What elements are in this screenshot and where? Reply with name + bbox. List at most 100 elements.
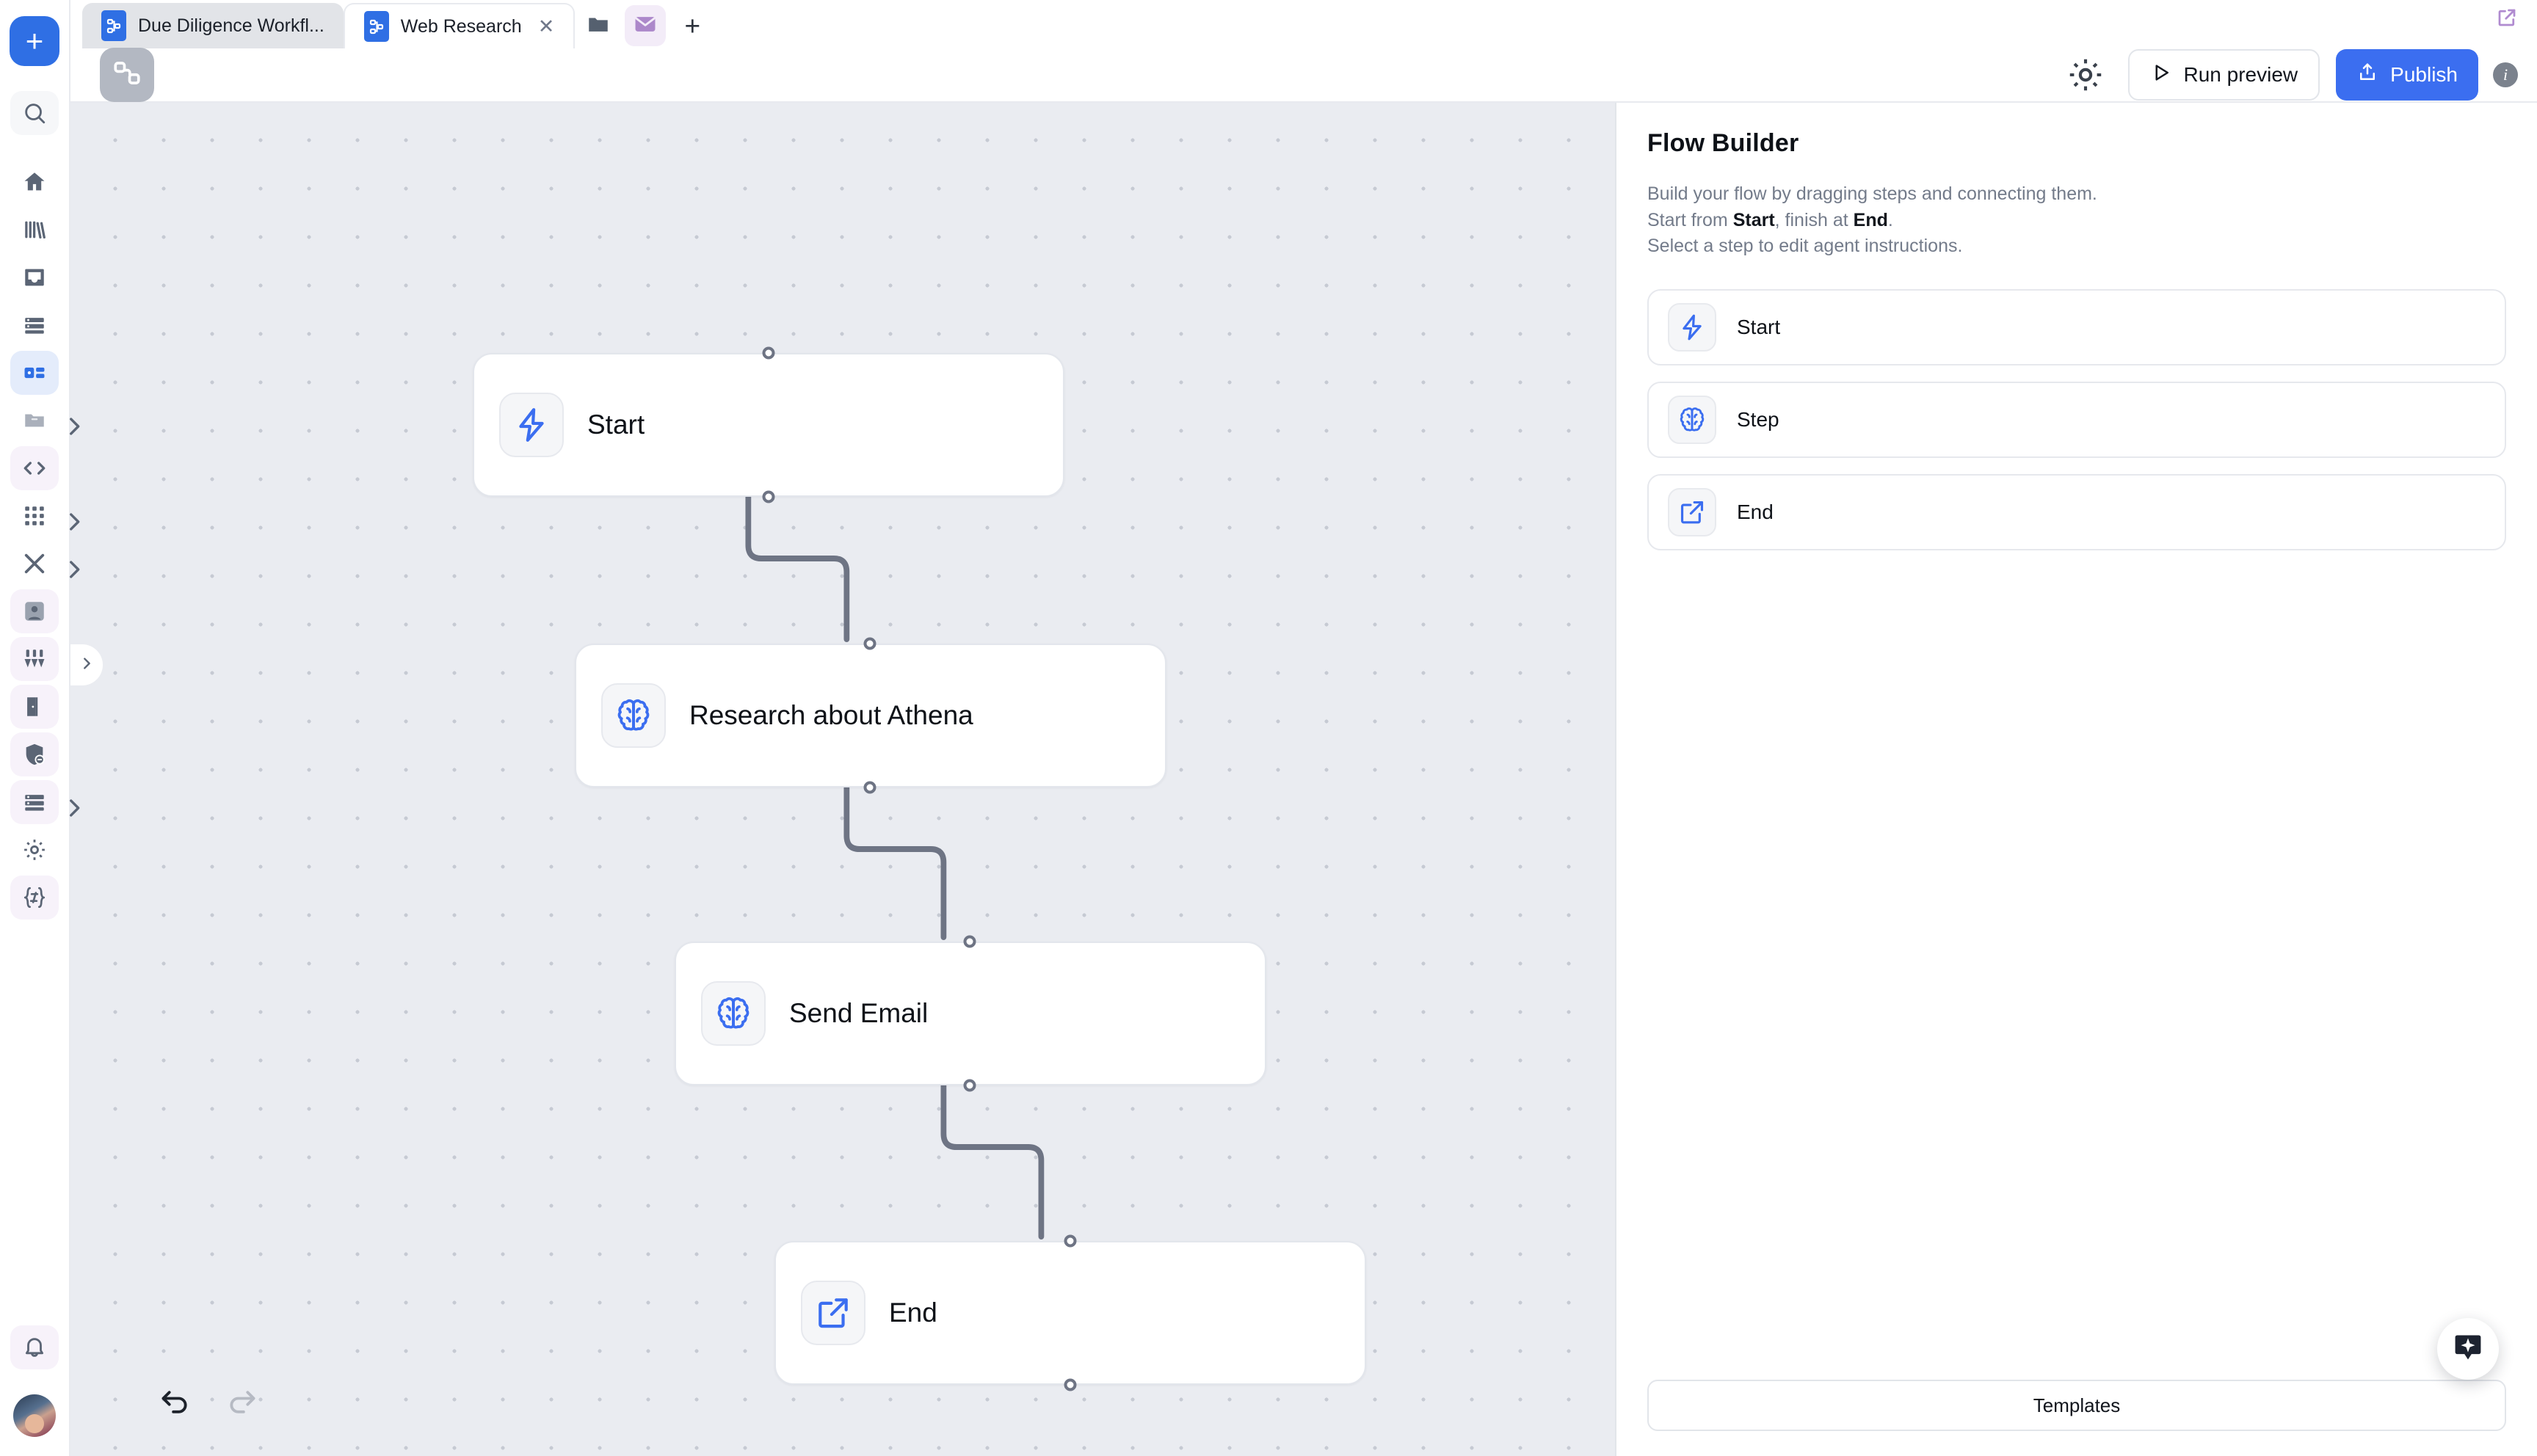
publish-button[interactable]: Publish (2336, 49, 2478, 101)
palette-item-start[interactable]: Start (1647, 288, 2506, 365)
notifications-button[interactable] (10, 1325, 59, 1369)
home-icon (22, 170, 47, 194)
upload-share-icon (2356, 62, 2378, 89)
redo-icon[interactable] (226, 1386, 258, 1422)
close-icon[interactable]: ✕ (537, 15, 555, 37)
main-area: Due Diligence Workfl... Web Research ✕ (70, 0, 2537, 1456)
node-handle-start-top[interactable] (762, 346, 775, 360)
templates-button[interactable]: Templates (1647, 1380, 2506, 1431)
flow-node-start[interactable]: Start (473, 353, 1064, 497)
palette-item-label: Start (1737, 315, 1781, 338)
library-icon (22, 217, 47, 242)
flow-node-end[interactable]: End (774, 1241, 1366, 1385)
tab-due-diligence-workflow[interactable]: Due Diligence Workfl... (82, 3, 344, 48)
open-external-icon[interactable] (2496, 7, 2518, 29)
bell-icon (22, 1335, 47, 1360)
node-handle-send-email-bottom[interactable] (963, 1079, 976, 1092)
sidebar-add-button[interactable]: + (10, 16, 59, 66)
sidebar-item-list[interactable] (10, 303, 59, 347)
settings-button[interactable] (2066, 56, 2105, 94)
desc-end-bold: End (1853, 209, 1888, 230)
sidebar-item-tools[interactable] (10, 542, 80, 586)
folder-icon (22, 408, 47, 433)
canvas-history-controls (159, 1386, 258, 1422)
user-icon (22, 599, 47, 624)
flow-node-send-email[interactable]: Send Email (675, 942, 1266, 1085)
sidebar-item-folders[interactable] (10, 398, 80, 443)
workspace-body: Start Research about Athena (70, 103, 2537, 1456)
node-handle-research-top[interactable] (863, 637, 876, 650)
sidebar-item-home[interactable] (10, 160, 59, 204)
node-handle-research-bottom[interactable] (863, 781, 876, 794)
sidebar-item-code[interactable] (10, 446, 59, 490)
run-preview-button[interactable]: Run preview (2127, 49, 2320, 101)
flow-node-label: End (889, 1297, 937, 1328)
desc-start-bold: Start (1732, 209, 1775, 230)
exit-door-icon (22, 694, 47, 719)
tab-web-research[interactable]: Web Research ✕ (343, 3, 576, 48)
desc-post: . (1887, 209, 1893, 230)
chevron-right-icon (62, 414, 80, 435)
list-icon (22, 313, 47, 338)
flow-file-icon (101, 10, 126, 41)
desc-pre: Start from (1647, 209, 1733, 230)
sidebar-item-profile[interactable] (10, 589, 59, 633)
palette-item-step[interactable]: Step (1647, 381, 2506, 458)
sliders-icon (22, 647, 47, 671)
palette-item-label: Step (1737, 407, 1779, 431)
left-sidebar: + (0, 0, 80, 1456)
chevron-right-icon (79, 655, 95, 675)
sidebar-item-records[interactable] (10, 780, 80, 824)
records-list-icon (22, 790, 47, 815)
sidebar-item-search[interactable] (10, 91, 59, 135)
canvas-panel-toggle[interactable] (70, 644, 103, 685)
shield-icon (22, 742, 47, 767)
plus-icon: + (684, 10, 701, 41)
panel-description-line-2: Start from Start, finish at End. (1647, 208, 2506, 234)
brain-icon (601, 683, 666, 748)
sidebar-item-dashboard[interactable] (10, 351, 59, 395)
folder-icon (586, 12, 611, 40)
code-icon (22, 456, 47, 481)
panel-title: Flow Builder (1647, 129, 1799, 157)
mail-icon (633, 12, 658, 40)
sidebar-item-variables[interactable] (10, 876, 59, 920)
sidebar-item-library[interactable] (10, 208, 59, 252)
undo-icon[interactable] (159, 1386, 191, 1422)
chevron-right-icon (62, 509, 80, 531)
info-button[interactable]: i (2493, 62, 2518, 87)
flow-node-label: Send Email (789, 998, 929, 1028)
play-icon (2150, 62, 2172, 89)
gear-icon (22, 837, 47, 862)
panel-description-line-1: Build your flow by dragging steps and co… (1647, 183, 2097, 204)
flow-builder-panel: Flow Builder Build your flow by dragging… (1616, 103, 2537, 1456)
sidebar-item-settings-sliders[interactable] (10, 637, 59, 681)
sidebar-item-security[interactable] (10, 732, 59, 776)
ai-sparkle-chat-icon (2452, 1331, 2484, 1367)
palette-item-end[interactable]: End (1647, 473, 2506, 550)
ai-assistant-button[interactable] (2437, 1318, 2499, 1380)
flow-node-research[interactable]: Research about Athena (575, 644, 1166, 787)
sidebar-item-apps[interactable] (10, 494, 80, 538)
user-avatar[interactable] (13, 1394, 56, 1437)
sidebar-item-exit[interactable] (10, 685, 59, 729)
run-preview-label: Run preview (2183, 63, 2298, 86)
lightning-bolt-icon (499, 393, 564, 457)
node-handle-start-bottom[interactable] (762, 490, 775, 503)
node-handle-send-email-top[interactable] (963, 935, 976, 948)
node-handle-end-bottom[interactable] (1064, 1378, 1077, 1391)
brain-icon (701, 981, 766, 1046)
flow-canvas[interactable]: Start Research about Athena (70, 103, 1616, 1456)
inbox-icon (22, 265, 47, 290)
external-link-icon (801, 1281, 865, 1345)
node-handle-end-top[interactable] (1064, 1234, 1077, 1248)
folder-button[interactable] (578, 5, 619, 46)
mail-button[interactable] (625, 5, 667, 46)
gear-icon (2066, 59, 2105, 97)
new-tab-button[interactable]: + (672, 5, 713, 46)
sidebar-item-preferences[interactable] (10, 828, 59, 872)
sidebar-item-inbox[interactable] (10, 255, 59, 299)
palette-item-label: End (1737, 500, 1774, 523)
flow-view-button[interactable] (100, 48, 154, 102)
